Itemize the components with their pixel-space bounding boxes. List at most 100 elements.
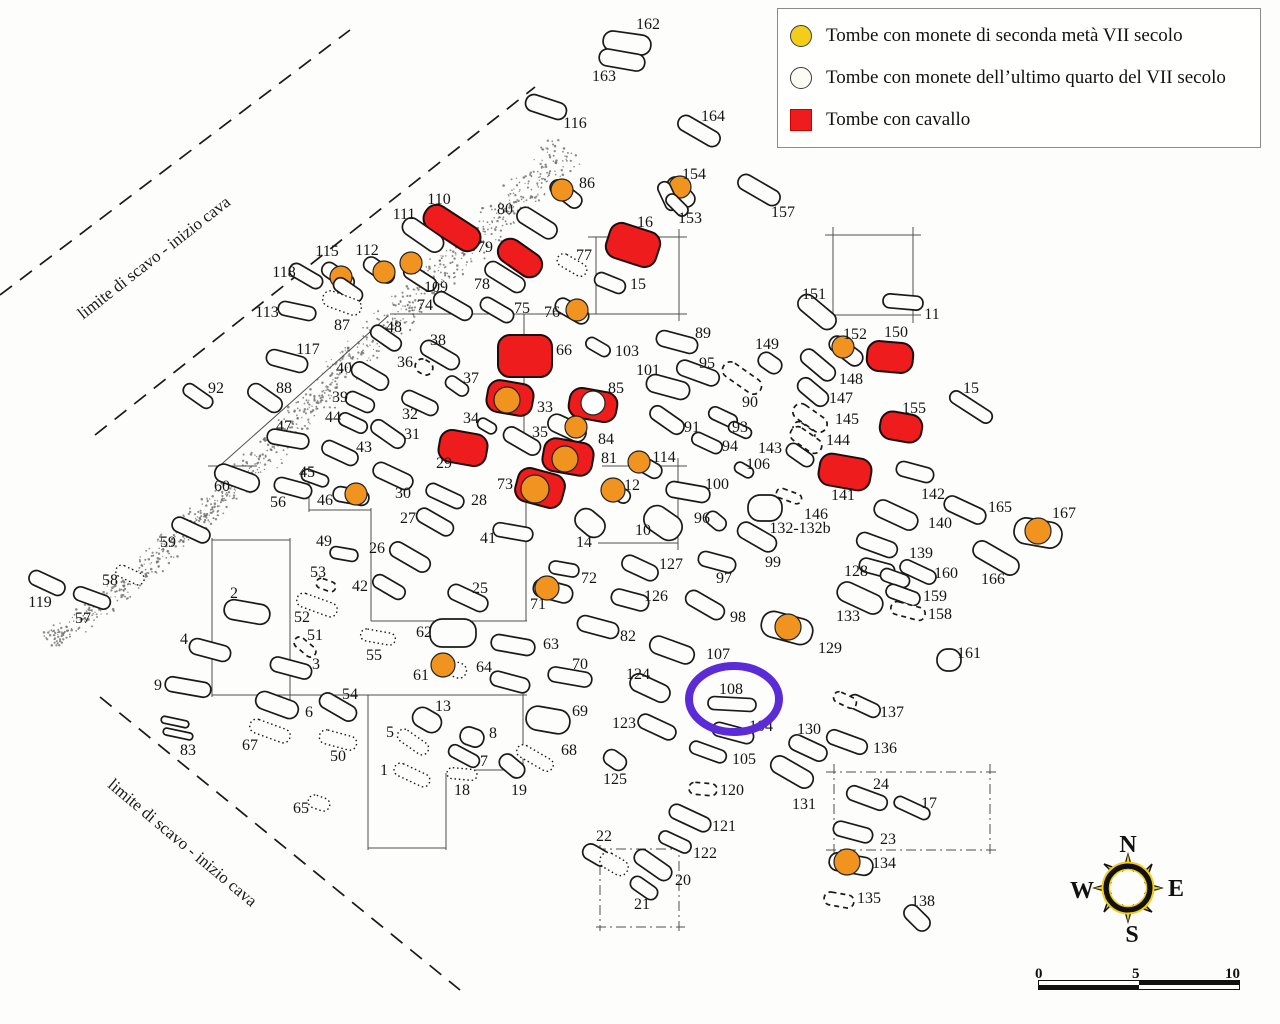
tomb-130 bbox=[788, 733, 828, 763]
tomb-number-35: 35 bbox=[532, 424, 548, 441]
tomb-number-51: 51 bbox=[307, 627, 323, 644]
tomb-123 bbox=[637, 713, 677, 741]
tomb-number-141: 141 bbox=[831, 487, 855, 504]
tomb-118 bbox=[288, 262, 324, 290]
tomb-164 bbox=[677, 114, 721, 148]
tomb-number-44: 44 bbox=[325, 409, 341, 426]
tomb-number-43: 43 bbox=[356, 439, 372, 456]
tomb-79 bbox=[496, 237, 544, 279]
tomb-number-36: 36 bbox=[397, 354, 413, 371]
tomb-number-86: 86 bbox=[579, 175, 595, 192]
tomb-47 bbox=[266, 428, 310, 450]
tomb-number-92: 92 bbox=[208, 380, 224, 397]
tomb-number-81: 81 bbox=[601, 450, 617, 467]
tomb-number-142: 142 bbox=[921, 486, 945, 503]
tomb-number-116: 116 bbox=[563, 115, 586, 132]
tomb-number-24: 24 bbox=[873, 776, 889, 793]
tomb-6 bbox=[254, 690, 300, 720]
tomb-78 bbox=[484, 260, 526, 294]
tomb-number-79: 79 bbox=[477, 239, 493, 256]
tomb-87 bbox=[321, 290, 363, 316]
tomb-number-132-132b: 132-132b bbox=[769, 520, 830, 537]
tomb-98 bbox=[684, 589, 726, 621]
tomb-133 bbox=[836, 581, 884, 615]
tomb bbox=[162, 727, 194, 741]
tomb-number-2: 2 bbox=[230, 585, 238, 602]
tomb-111 bbox=[401, 216, 445, 254]
tomb-146 bbox=[747, 494, 783, 522]
tomb-number-110: 110 bbox=[427, 191, 450, 208]
tomb-29 bbox=[437, 428, 489, 468]
legend-label: Tombe con cavallo bbox=[826, 109, 971, 130]
tomb-number-162: 162 bbox=[636, 16, 660, 33]
tomb-number-55: 55 bbox=[366, 647, 382, 664]
tomb-number-138: 138 bbox=[911, 893, 935, 910]
tomb-number-88: 88 bbox=[276, 380, 292, 397]
tomb-number-18: 18 bbox=[454, 782, 470, 799]
orange-coin-dot bbox=[774, 613, 802, 641]
tomb-number-76: 76 bbox=[544, 304, 560, 321]
highlight-circle-108 bbox=[685, 662, 783, 736]
tomb-15 bbox=[593, 271, 627, 295]
tomb-number-52: 52 bbox=[294, 609, 310, 626]
tomb-72 bbox=[548, 560, 580, 578]
tomb-number-53: 53 bbox=[310, 564, 326, 581]
tomb-51 bbox=[293, 636, 317, 658]
tomb-number-45: 45 bbox=[299, 464, 315, 481]
tomb-number-130: 130 bbox=[797, 721, 821, 738]
tomb-39 bbox=[344, 390, 376, 414]
tomb-103 bbox=[584, 336, 612, 358]
tomb-number-13: 13 bbox=[435, 698, 451, 715]
orange-coin-dot bbox=[564, 415, 588, 439]
tomb-number-40: 40 bbox=[336, 360, 352, 377]
tomb-157 bbox=[737, 173, 781, 207]
tomb-number-94: 94 bbox=[722, 438, 738, 455]
tomb-3 bbox=[269, 656, 313, 680]
scale-bar: 0 5 10 bbox=[1033, 966, 1243, 992]
tomb-number-15: 15 bbox=[963, 380, 979, 397]
tomb-45 bbox=[300, 468, 330, 488]
tomb-number-63: 63 bbox=[543, 636, 559, 653]
tomb-number-22: 22 bbox=[596, 828, 612, 845]
tomb-number-127: 127 bbox=[659, 556, 683, 573]
tomb-number-31: 31 bbox=[404, 426, 420, 443]
tomb-106 bbox=[733, 461, 755, 479]
tomb-64 bbox=[489, 670, 531, 694]
tomb-number-10: 10 bbox=[635, 522, 651, 539]
tomb-105 bbox=[688, 740, 728, 764]
tomb-number-70: 70 bbox=[572, 656, 588, 673]
tomb-number-101: 101 bbox=[636, 362, 660, 379]
tomb-38 bbox=[419, 339, 461, 371]
tomb-69 bbox=[525, 705, 571, 735]
tombs-layer bbox=[28, 30, 1063, 932]
tomb-number-30: 30 bbox=[395, 485, 411, 502]
tomb-50 bbox=[318, 729, 358, 751]
tomb-83 bbox=[160, 715, 190, 729]
tomb-1 bbox=[393, 762, 431, 788]
tomb-89 bbox=[655, 329, 699, 355]
tomb-number-96: 96 bbox=[694, 510, 710, 527]
tomb-13 bbox=[411, 706, 443, 734]
tomb-141 bbox=[817, 452, 873, 492]
tomb-number-158: 158 bbox=[928, 606, 952, 623]
orange-coin-dot bbox=[430, 652, 456, 678]
tomb-26 bbox=[388, 541, 432, 573]
tomb-number-62: 62 bbox=[416, 624, 432, 641]
tomb-number-72: 72 bbox=[581, 570, 597, 587]
tomb-5 bbox=[396, 728, 430, 756]
tomb-34 bbox=[476, 417, 498, 435]
tomb-52 bbox=[296, 592, 338, 618]
tomb-number-50: 50 bbox=[330, 748, 346, 765]
tomb-147 bbox=[796, 376, 830, 408]
tomb-number-85: 85 bbox=[608, 380, 624, 397]
tomb-75 bbox=[479, 296, 515, 324]
tomb-136 bbox=[825, 728, 869, 756]
tomb-143 bbox=[785, 442, 815, 468]
tomb-number-78: 78 bbox=[474, 276, 490, 293]
tomb-number-107: 107 bbox=[706, 646, 730, 663]
compass-rose: N E S W bbox=[1070, 832, 1184, 948]
tomb-108 bbox=[707, 695, 757, 713]
tomb-number-137: 137 bbox=[880, 704, 904, 721]
compass-e-label: E bbox=[1168, 876, 1184, 902]
